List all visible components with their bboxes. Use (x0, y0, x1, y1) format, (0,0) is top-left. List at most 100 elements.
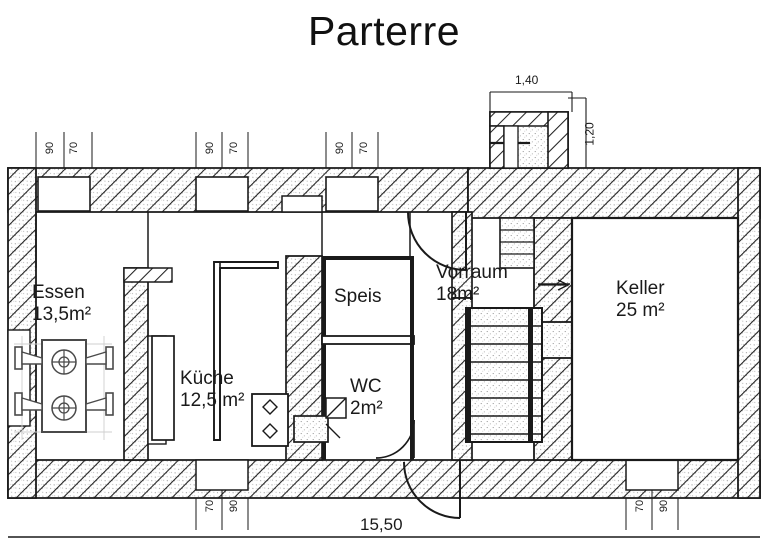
kitchen-tall-unit (151, 335, 175, 441)
dimension-lines-bottom (8, 490, 760, 538)
dim-overall-width: 15,50 (360, 515, 403, 534)
room-area-vorraum: 18m² (436, 284, 480, 306)
room-name-keller: Keller (616, 278, 665, 299)
entry-wall-right (547, 111, 569, 169)
wall-group-right-end (737, 167, 761, 499)
wall-jog-top (281, 195, 323, 213)
dining-set (14, 336, 114, 440)
keller-direction-arrow (557, 279, 570, 291)
chair-left-1 (14, 346, 43, 370)
room-area-keller: 25 m² (616, 300, 665, 322)
room-label-essen: Essen 13,5m² (32, 282, 91, 327)
dim-bottom-1-right: 90 (228, 499, 241, 513)
room-label-kueche: Küche 12,5 m² (180, 368, 244, 413)
dim-top-3-right: 70 (358, 141, 371, 155)
chair-right-1 (85, 346, 114, 370)
chair-back-r2 (105, 392, 114, 416)
partition-speis-wc (321, 335, 415, 345)
partition-essen-kueche (123, 267, 149, 461)
room-label-wc: WC 2m² (350, 376, 383, 421)
wc-wall-left (322, 344, 326, 460)
burner-1 (262, 399, 278, 415)
room-area-wc: 2m² (350, 398, 383, 420)
dim-top-3-left: 90 (334, 141, 347, 155)
room-label-vorraum: Vorraum 18m² (436, 262, 508, 307)
staircase (465, 217, 543, 443)
room-label-speis: Speis (334, 286, 382, 308)
room-name-speis: Speis (334, 286, 382, 307)
room-area-essen: 13,5m² (32, 304, 92, 326)
stair-stringer-right-lower (528, 368, 533, 442)
wall-group-left-end (7, 167, 37, 499)
wall-group-bottom-right (459, 459, 761, 499)
chair-seat-l2 (21, 397, 43, 411)
speis-wall-left (322, 258, 326, 336)
speis-wall-right (410, 258, 414, 344)
dim-top-1-left: 90 (44, 141, 57, 155)
room-name-kueche: Küche (180, 368, 234, 389)
wall-top-right (467, 167, 761, 219)
wc-fixtures (325, 397, 347, 439)
keller-room (570, 216, 740, 462)
door-bottom-entry (403, 461, 461, 519)
room-name-wc: WC (350, 376, 382, 397)
wall-speis-wc (321, 256, 415, 460)
room-name-vorraum: Vorraum (436, 262, 508, 283)
window-opening-2 (195, 176, 249, 212)
dim-top-1-right: 70 (68, 141, 81, 155)
place-setting-1 (51, 349, 77, 375)
partition-essen-head (123, 267, 173, 283)
chair-back-l2 (14, 392, 23, 416)
dim-entry-width: 1,40 (515, 73, 539, 87)
dim-bottom-2-left: 70 (634, 499, 647, 513)
wall-right-end (737, 167, 761, 499)
stove-burners (262, 399, 278, 439)
stair-stringer-right-upper (528, 308, 533, 368)
speis-wall-top (322, 256, 414, 260)
entry-niche (503, 125, 519, 169)
chair-seat-l1 (21, 351, 43, 365)
stair-upper-flight (499, 217, 535, 269)
dim-bottom-2-right: 90 (658, 499, 671, 513)
page-title: Parterre (307, 8, 461, 54)
misc-interior-lines (35, 212, 411, 268)
room-area-kueche: 12,5 m² (180, 390, 245, 412)
wc-wall-right (410, 344, 414, 460)
dimension-entry (489, 91, 587, 169)
entry-wall-left (489, 125, 505, 169)
dim-entry-depth: 1,20 (582, 122, 597, 146)
door-swing-arc-bottom (403, 461, 461, 519)
chair-back-r1 (105, 346, 114, 370)
wc-basin-diagonal (325, 397, 347, 419)
keller-room-boundary (570, 216, 740, 462)
dim-top-2-right: 70 (228, 141, 241, 155)
door-swing-arc-wc (375, 419, 415, 459)
wall-group-top-right (467, 167, 761, 219)
wall-bottom-right (459, 459, 761, 499)
burner-2 (262, 423, 278, 439)
room-name-essen: Essen (32, 282, 85, 303)
window-opening-5 (625, 459, 679, 491)
window-opening-1 (37, 176, 91, 212)
kitchen-appliance (293, 415, 329, 443)
wall-group-top-left (7, 167, 469, 213)
door-swing-arc-vorraum (407, 211, 467, 271)
chair-seat-r1 (85, 351, 107, 365)
entry-vestibule (489, 111, 569, 169)
door-vorraum-entry (407, 211, 467, 271)
wall-group-bottom-left (7, 459, 461, 499)
chair-right-2 (85, 392, 114, 416)
dim-bottom-1-left: 70 (204, 499, 217, 513)
wc-pan-line (325, 423, 341, 439)
place-setting-2 (51, 395, 77, 421)
window-opening-4 (195, 459, 249, 491)
door-wc (375, 419, 415, 459)
chair-left-2 (14, 392, 43, 416)
stair-stringer-left (466, 308, 471, 442)
dim-top-2-left: 90 (204, 141, 217, 155)
dimension-lines-top (35, 132, 379, 168)
window-opening-3 (325, 176, 379, 212)
kitchen-fittings (151, 261, 329, 447)
